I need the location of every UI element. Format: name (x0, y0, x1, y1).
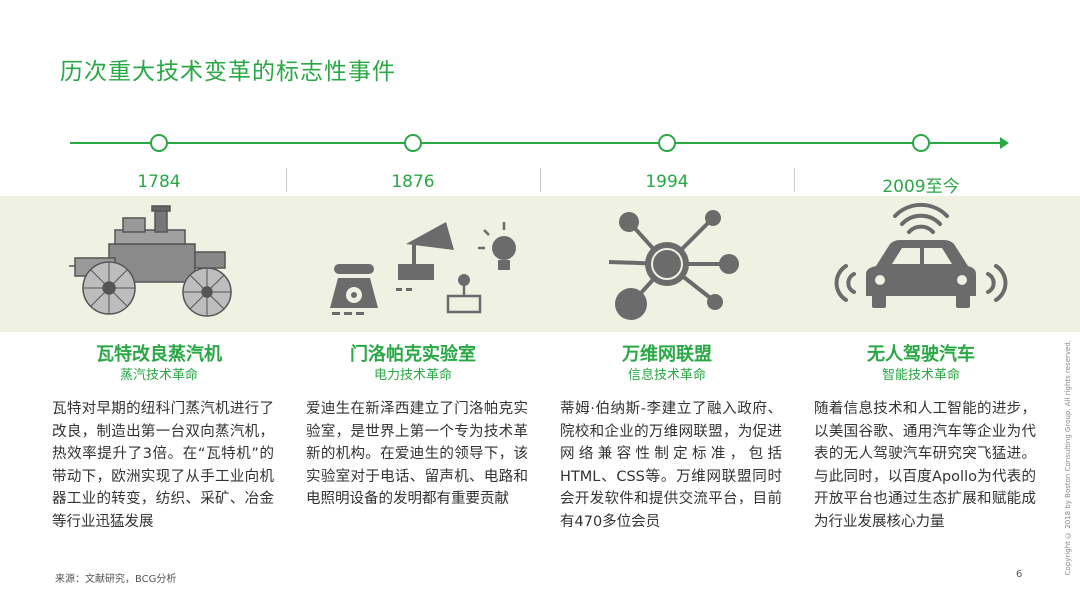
column-divider (540, 168, 541, 192)
steam-engine-icon (34, 200, 284, 328)
copyright-note: Copyright © 2018 by Boston Consulting Gr… (1064, 340, 1072, 576)
source-note: 来源：文献研究，BCG分析 (55, 574, 177, 585)
event-subtitle: 电力技术革命 (373, 368, 452, 383)
timeline-dot (658, 134, 676, 152)
event-description: 爱迪生在新泽西建立了门洛帕克实验室，是世界上第一个专为技术革新的机构。在爱迪生的… (306, 401, 528, 507)
timeline-dot (150, 134, 168, 152)
timeline-dot (912, 134, 930, 152)
year-label: 1994 (645, 172, 689, 192)
page-title: 历次重大技术变革的标志性事件 (60, 59, 396, 85)
timeline-dot (404, 134, 422, 152)
year-label: 1784 (137, 172, 181, 192)
year-label: 2009至今 (882, 177, 960, 197)
event-title: 万维网联盟 (622, 344, 712, 365)
event-description: 瓦特对早期的纽科门蒸汽机进行了改良，制造出第一台双向蒸汽机，热效率提升了3倍。在… (52, 401, 274, 530)
event-subtitle: 信息技术革命 (627, 368, 706, 383)
column-divider (794, 168, 795, 192)
event-description: 蒂姆·伯纳斯-李建立了融入政府、院校和企业的万维网联盟，为促进网络兼容性制定标准… (560, 401, 782, 530)
network-icon (542, 200, 792, 328)
event-title: 无人驾驶汽车 (867, 344, 975, 365)
year-label: 1876 (391, 172, 435, 192)
event-subtitle: 智能技术革命 (881, 368, 960, 383)
column-divider (286, 168, 287, 192)
event-description: 随着信息技术和人工智能的进步，以美国谷歌、通用汽车等企业为代表的无人驾驶汽车研究… (814, 401, 1036, 530)
timeline-arrow (1000, 137, 1009, 149)
event-subtitle: 蒸汽技术革命 (119, 368, 198, 383)
autonomous-car-icon (796, 200, 1046, 328)
page-number: 6 (1016, 569, 1023, 580)
event-title: 瓦特改良蒸汽机 (96, 344, 222, 365)
inventions-icon (288, 200, 538, 328)
event-title: 门洛帕克实验室 (350, 344, 476, 365)
timeline-line (70, 142, 1006, 144)
